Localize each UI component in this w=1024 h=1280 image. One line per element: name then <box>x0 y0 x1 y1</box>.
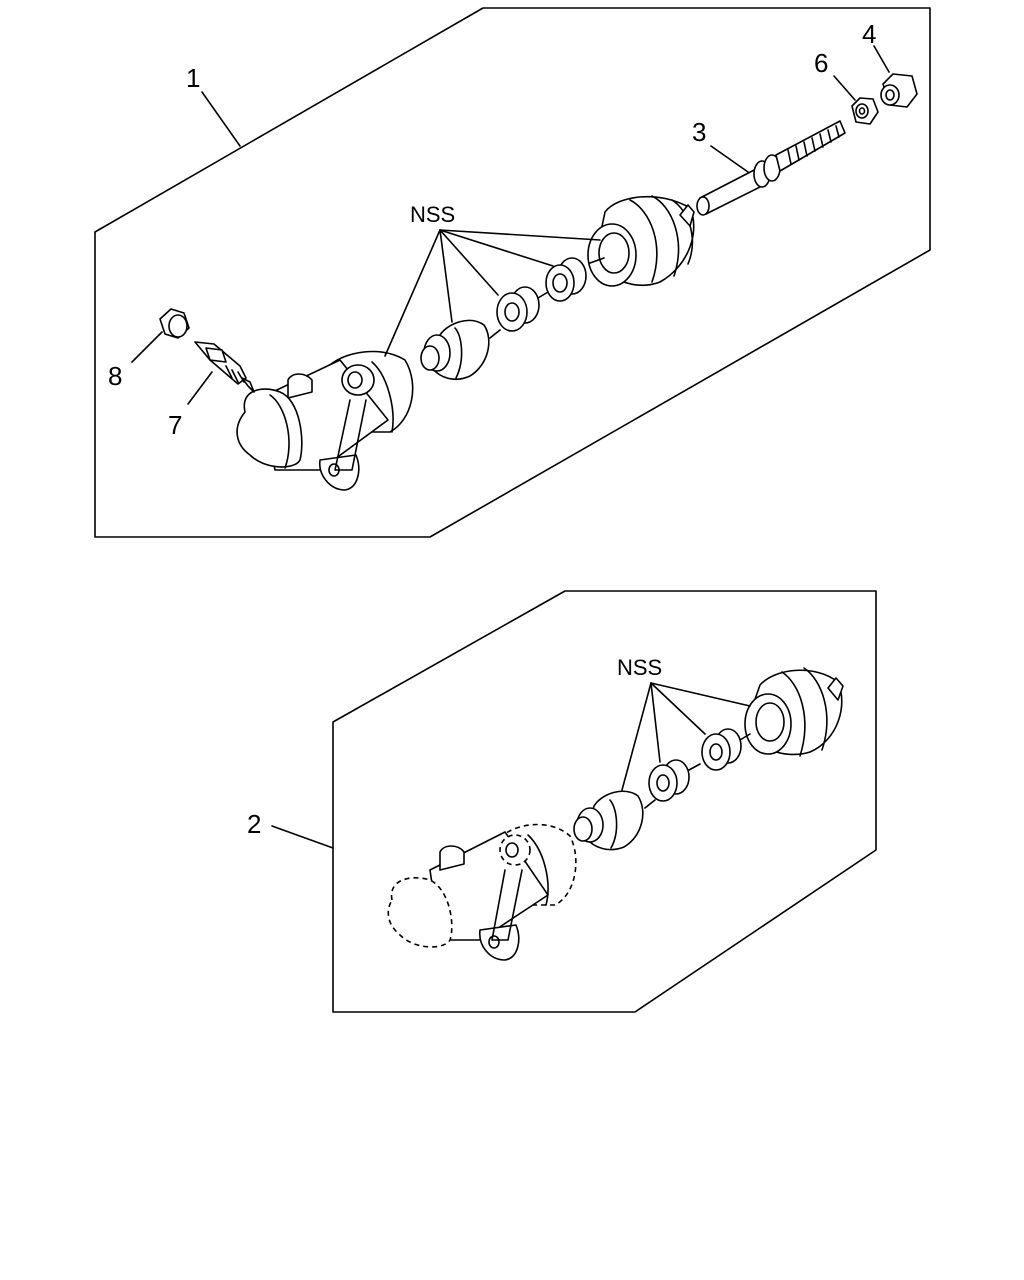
nss-leaders-bottom <box>621 682 751 791</box>
callout-6: 6 <box>814 48 828 78</box>
top-dust-boot <box>587 195 695 287</box>
callout-8: 8 <box>108 361 122 391</box>
bottom-piston-seal <box>648 759 701 802</box>
callout-leader-8 <box>131 331 163 363</box>
top-piston-seal <box>496 286 549 332</box>
bottom-cup-seal <box>701 728 751 771</box>
top-assembly-frame <box>94 7 931 538</box>
nss-leaders-top <box>384 229 601 357</box>
part-6-hex-nut <box>851 97 879 125</box>
nss-label-bottom: NSS <box>617 655 662 680</box>
part-7-bleeder-screw <box>194 341 255 393</box>
callout-leader-6 <box>833 75 856 101</box>
callout-2: 2 <box>247 809 261 839</box>
top-assembly-group: 1 4 6 3 <box>94 7 931 538</box>
bottom-piston <box>573 790 656 851</box>
part-4-cap-nut <box>880 73 918 108</box>
callout-leader-3 <box>710 145 749 173</box>
callout-leader-2 <box>271 825 334 849</box>
callout-3: 3 <box>692 117 706 147</box>
callout-7: 7 <box>168 410 182 440</box>
top-cup-seal <box>545 257 605 302</box>
callout-1: 1 <box>186 63 200 93</box>
callout-leader-4 <box>873 45 890 73</box>
bottom-dust-boot <box>744 667 844 757</box>
part-3-push-rod <box>696 120 846 216</box>
callout-4: 4 <box>862 19 876 49</box>
callout-leader-1 <box>201 91 241 147</box>
bottom-slave-cylinder-body <box>387 823 577 961</box>
bottom-assembly-group: 2 <box>247 590 877 1013</box>
top-slave-cylinder-body <box>236 350 414 491</box>
callout-leader-7 <box>187 371 213 405</box>
part-8-bleeder-cap <box>159 308 190 339</box>
top-piston <box>420 319 501 380</box>
nss-label-top: NSS <box>410 202 455 227</box>
bottom-assembly-frame <box>332 590 877 1013</box>
